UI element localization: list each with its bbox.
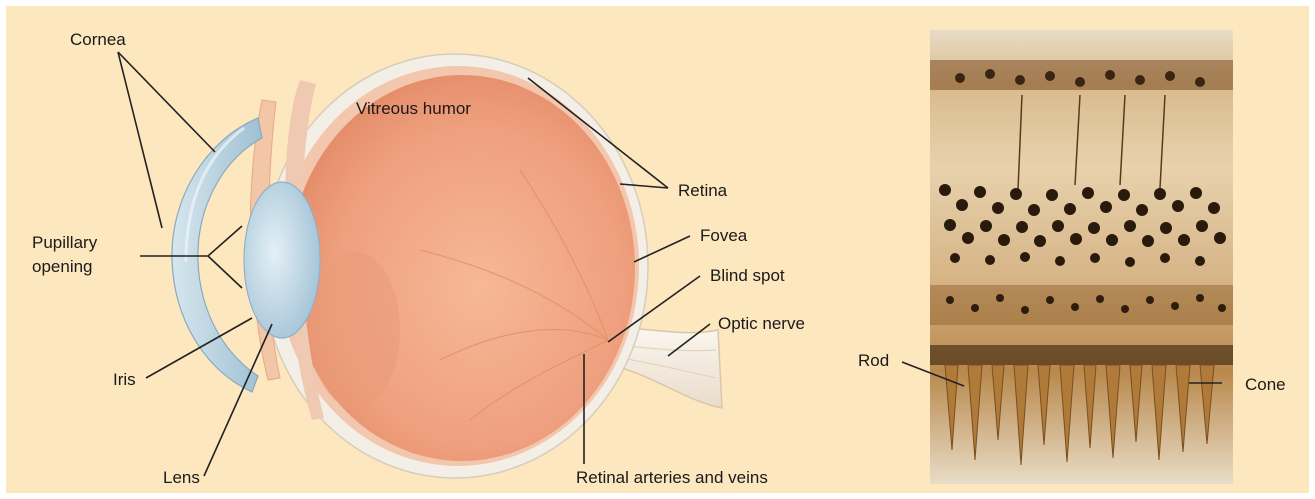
label-rod: Rod bbox=[858, 351, 889, 370]
label-retina: Retina bbox=[678, 181, 728, 200]
label-cornea: Cornea bbox=[70, 30, 126, 49]
label-blind-spot: Blind spot bbox=[710, 266, 785, 285]
label-iris: Iris bbox=[113, 370, 136, 389]
label-vitreous-humor: Vitreous humor bbox=[356, 99, 471, 118]
label-pupillary-opening-line2: opening bbox=[32, 257, 93, 276]
label-fovea: Fovea bbox=[700, 226, 748, 245]
label-optic-nerve: Optic nerve bbox=[718, 314, 805, 333]
label-lens: Lens bbox=[163, 468, 200, 487]
label-cone: Cone bbox=[1245, 375, 1286, 394]
retina-micrograph bbox=[930, 30, 1233, 484]
label-retinal-arteries-veins: Retinal arteries and veins bbox=[576, 468, 768, 487]
lens-shape bbox=[244, 182, 320, 338]
label-pupillary-opening-line1: Pupillary bbox=[32, 233, 98, 252]
